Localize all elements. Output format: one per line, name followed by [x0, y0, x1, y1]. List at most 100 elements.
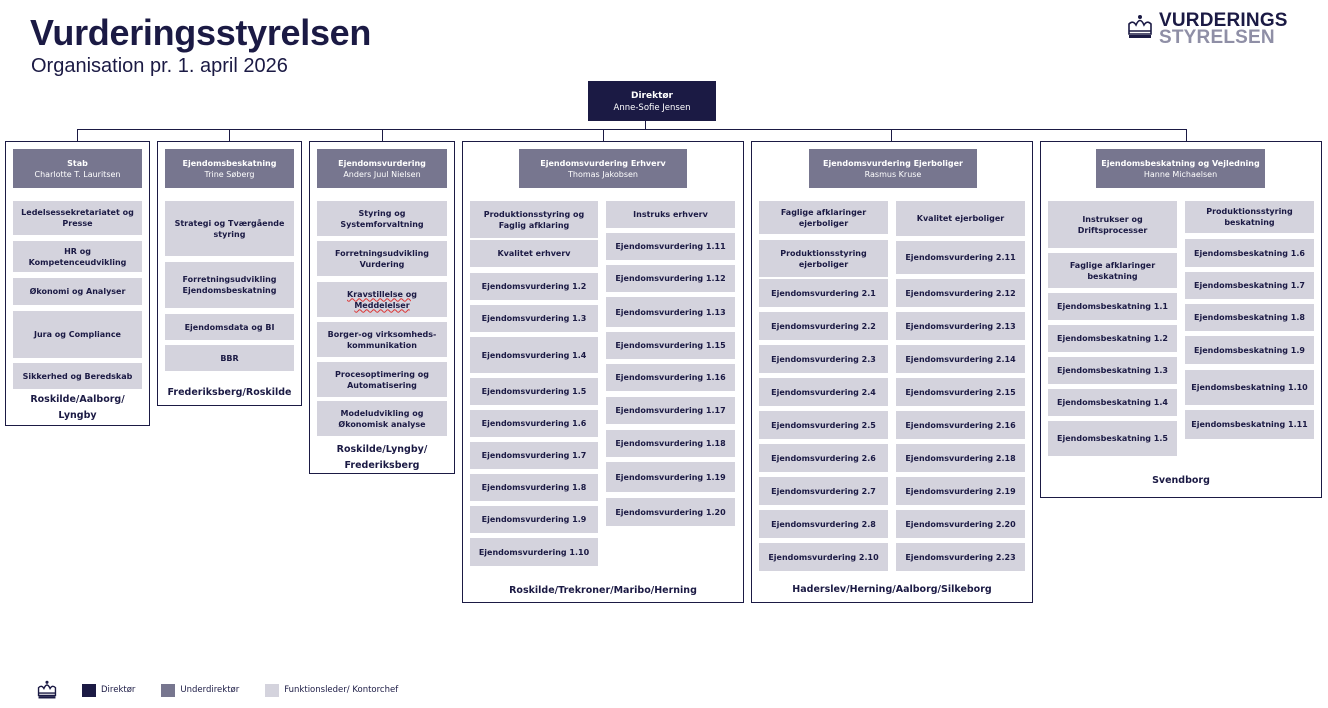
connector-col-0	[77, 129, 78, 141]
connector-director-down	[645, 121, 646, 130]
unit-box: Ejendomsbeskatning 1.1	[1048, 293, 1177, 320]
unit-box: Ejendomsvurdering 1.9	[470, 506, 598, 533]
department-head: Stab Charlotte T. Lauritsen	[13, 149, 142, 188]
unit-box: Ejendomsbeskatning 1.4	[1048, 389, 1177, 416]
director-name: Anne-Sofie Jensen	[613, 103, 691, 113]
column-stab: Stab Charlotte T. Lauritsen Ledelsessekr…	[5, 141, 150, 426]
location-label: Svendborg	[1152, 475, 1210, 486]
unit-box: Ejendomsbeskatning 1.10	[1185, 370, 1314, 405]
legend-item-direktor: Direktør	[82, 683, 135, 697]
connector-col-4	[891, 129, 892, 141]
unit-box: Jura og Compliance	[13, 311, 142, 358]
unit-box: Ejendomsvurdering 1.4	[470, 337, 598, 373]
connector-col-5	[1186, 129, 1187, 141]
unit-box: Ejendomsbeskatning 1.5	[1048, 421, 1177, 456]
connector-col-3	[603, 129, 604, 141]
logo-line-1: VURDERINGS	[1159, 10, 1288, 31]
location-label: Roskilde/Aalborg/ Lyngby	[30, 394, 125, 421]
unit-box: Borger-og virksomheds-kommunikation	[317, 322, 447, 357]
unit-box: Ejendomsvurdering 1.12	[606, 265, 735, 292]
unit-box: Ejendomsvurdering 1.13	[606, 297, 735, 327]
unit-box: Produktionsstyring beskatning	[1185, 201, 1314, 233]
department-head: Ejendomsvurdering Ejerboliger Rasmus Kru…	[809, 149, 977, 188]
unit-box: Ledelsessekretariatet og Presse	[13, 201, 142, 235]
legend-item-funktionsleder: Funktionsleder/ Kontorchef	[265, 683, 398, 697]
legend: Direktør Underdirektør Funktionsleder/ K…	[36, 680, 424, 700]
logo-line-2: STYRELSEN	[1159, 27, 1275, 48]
unit-box: Ejendomsvurdering 2.5	[759, 411, 888, 439]
department-head: Ejendomsvurdering Anders Juul Nielsen	[317, 149, 447, 188]
unit-box: Ejendomsvurdering 1.19	[606, 462, 735, 492]
unit-box: Ejendomsvurdering 2.23	[896, 543, 1025, 571]
unit-box: HR og Kompetenceudvikling	[13, 241, 142, 272]
unit-box: Kravstillelse og Meddelelser	[317, 282, 447, 317]
unit-box: Ejendomsvurdering 1.10	[470, 538, 598, 566]
unit-box: Forretningsudvikling Ejendomsbeskatning	[165, 262, 294, 308]
unit-box: Produktionsstyring ejerboliger	[759, 240, 888, 277]
unit-box: Ejendomsvurdering 1.20	[606, 498, 735, 526]
location-label: Haderslev/Herning/Aalborg/Silkeborg	[792, 584, 992, 595]
crown-icon	[37, 680, 57, 699]
unit-box: Ejendomsvurdering 2.14	[896, 345, 1025, 373]
unit-box: Ejendomsvurdering 2.20	[896, 510, 1025, 538]
crown-icon	[1128, 15, 1152, 38]
department-head: Ejendomsbeskatning Trine Søberg	[165, 149, 294, 188]
location-label: Roskilde/Trekroner/Maribo/Herning	[509, 585, 697, 596]
unit-box: Ejendomsbeskatning 1.8	[1185, 304, 1314, 331]
legend-swatch	[161, 683, 176, 697]
unit-box: Ejendomsvurdering 1.16	[606, 364, 735, 391]
page-title: Vurderingsstyrelsen	[30, 12, 372, 53]
unit-box: Ejendomsvurdering 2.12	[896, 279, 1025, 307]
unit-box: Ejendomsbeskatning 1.3	[1048, 357, 1177, 384]
unit-box: Ejendomsvurdering 2.16	[896, 411, 1025, 439]
unit-box: Ejendomsvurdering 2.3	[759, 345, 888, 373]
department-head: Ejendomsvurdering Erhverv Thomas Jakobse…	[519, 149, 687, 188]
unit-box: Ejendomsvurdering 2.19	[896, 477, 1025, 505]
unit-box: Kvalitet erhverv	[470, 240, 598, 267]
unit-box: Faglige afklaringer ejerboliger	[759, 201, 888, 234]
unit-box: Ejendomsvurdering 1.2	[470, 273, 598, 300]
connector-horizontal	[77, 129, 1187, 130]
unit-box: Ejendomsvurdering 1.6	[470, 410, 598, 437]
unit-box: Ejendomsdata og BI	[165, 314, 294, 340]
unit-box: Ejendomsbeskatning 1.7	[1185, 272, 1314, 299]
unit-box: Strategi og Tværgående styring	[165, 201, 294, 256]
unit-box: BBR	[165, 345, 294, 371]
unit-box: Kvalitet ejerboliger	[896, 201, 1025, 236]
unit-box: Ejendomsvurdering 2.1	[759, 279, 888, 307]
unit-box: Økonomi og Analyser	[13, 278, 142, 305]
director-box: Direktør Anne-Sofie Jensen	[588, 81, 716, 121]
unit-box: Ejendomsbeskatning 1.6	[1185, 239, 1314, 267]
unit-box: Ejendomsvurdering 2.7	[759, 477, 888, 505]
legend-swatch	[82, 683, 96, 697]
page-subtitle: Organisation pr. 1. april 2026	[31, 55, 288, 77]
logo: VURDERINGS STYRELSEN	[1126, 10, 1288, 48]
unit-box: Ejendomsvurdering 1.18	[606, 430, 735, 457]
column-ejendomsvurdering-ejerboliger: Ejendomsvurdering Ejerboliger Rasmus Kru…	[751, 141, 1033, 603]
unit-box: Ejendomsvurdering 2.11	[896, 241, 1025, 274]
unit-box: Ejendomsvurdering 1.11	[606, 233, 735, 260]
location-label: Roskilde/Lyngby/ Frederiksberg	[336, 444, 428, 471]
unit-box: Ejendomsvurdering 2.15	[896, 378, 1025, 406]
legend-item-underdirektor: Underdirektør	[161, 683, 239, 697]
column-ejendomsvurdering: Ejendomsvurdering Anders Juul Nielsen St…	[309, 141, 455, 474]
unit-box: Ejendomsvurdering 2.13	[896, 312, 1025, 340]
unit-box: Produktionsstyring og Faglig afklaring	[470, 201, 598, 238]
unit-box: Ejendomsvurdering 2.8	[759, 510, 888, 538]
unit-box: Modeludvikling og Økonomisk analyse	[317, 401, 447, 436]
unit-box: Ejendomsvurdering 1.17	[606, 397, 735, 424]
unit-box: Procesoptimering og Automatisering	[317, 362, 447, 397]
unit-box: Ejendomsbeskatning 1.11	[1185, 410, 1314, 439]
unit-box: Ejendomsvurdering 1.5	[470, 378, 598, 405]
legend-swatch	[265, 683, 280, 697]
unit-box: Ejendomsvurdering 1.15	[606, 332, 735, 359]
director-role: Direktør	[630, 91, 673, 101]
unit-box: Styring og Systemforvaltning	[317, 201, 447, 236]
unit-box: Ejendomsvurdering 1.8	[470, 474, 598, 501]
unit-box: Sikkerhed og Beredskab	[13, 363, 142, 389]
unit-box: Ejendomsvurdering 2.4	[759, 378, 888, 406]
unit-box: Instrukser og Driftsprocesser	[1048, 201, 1177, 248]
unit-box: Instruks erhverv	[606, 201, 735, 228]
unit-box: Ejendomsvurdering 2.6	[759, 444, 888, 472]
unit-box: Ejendomsvurdering 2.2	[759, 312, 888, 340]
